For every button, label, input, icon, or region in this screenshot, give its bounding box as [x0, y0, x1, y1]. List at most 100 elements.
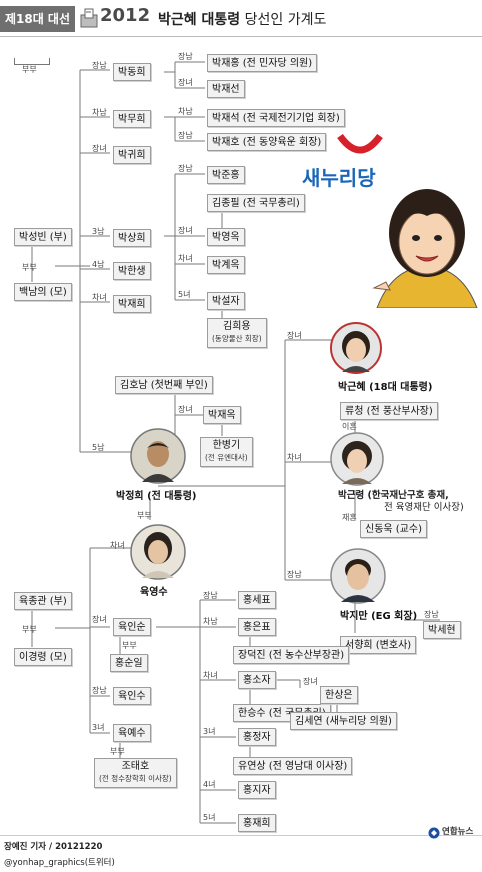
parkjh-couple-label: 부부 [137, 511, 152, 520]
sibling-rel-4: 3남 [92, 227, 105, 236]
caricature-illustration [372, 178, 482, 309]
hong-rel-9: 5녀 [203, 813, 216, 822]
niece-rel-1: 장남 [178, 52, 193, 61]
hong-rel-6: 3녀 [203, 727, 216, 736]
hong-1: 홍세표 [238, 591, 276, 609]
child2-remarriage-label: 재혼 [342, 513, 357, 522]
yuk-sib1-couple: 부부 [122, 641, 137, 650]
hong-rel-4: 차녀 [203, 671, 218, 680]
child2-name: 박근령 (한국재난구호 총재, 전 육영재단 이사장) [338, 490, 464, 513]
niece-rel-2: 장녀 [178, 78, 193, 87]
han-daughter-spouse: 김세연 (새누리당 의원) [290, 712, 397, 730]
yuk-sib2-rel: 장남 [92, 686, 107, 695]
sibling-rel-1: 장남 [92, 61, 107, 70]
footer-divider [0, 835, 482, 836]
hong-9: 홍재희 [238, 814, 276, 832]
niece-2: 박재선 [207, 80, 245, 98]
niece-rel-9: 5녀 [178, 290, 191, 299]
child2-spouse: 신동욱 (교수) [360, 520, 427, 538]
sibling-gwihi: 박귀희 [113, 146, 151, 164]
sibling-rel-3: 장녀 [92, 144, 107, 153]
niece-rel-3: 차남 [178, 107, 193, 116]
child2-rel: 차녀 [287, 453, 302, 462]
child3-spouse: 서향희 (변호사) [340, 636, 417, 654]
grandparents-couple-label: 부부 [22, 263, 37, 272]
yuk-portrait [130, 524, 186, 580]
twitter-handle[interactable]: @yonhap_graphics(트위터) [4, 858, 115, 868]
niece-7: 박영옥 [207, 228, 245, 246]
niece-9: 박설자 [207, 292, 245, 310]
niece-3: 박재석 (전 국제전기기업 회장) [207, 109, 345, 127]
hong-2-spouse: 장덕진 (전 농수산부장관) [233, 646, 350, 664]
first-daughter-rel: 장녀 [178, 405, 193, 414]
saenuri-logo [300, 128, 420, 192]
child1-name: 박근혜 (18대 대통령) [338, 382, 433, 393]
hong-6: 홍정자 [238, 728, 276, 746]
election-badge: 제18대 대선 [0, 6, 75, 32]
parkgr-portrait [330, 432, 384, 486]
parkgh-portrait [330, 322, 382, 374]
first-daughter-box: 박재옥 [203, 406, 241, 424]
han-daughter: 한상은 [320, 686, 358, 704]
legend-couple-label: 부부 [22, 65, 37, 74]
sibling-sanghi: 박상희 [113, 229, 151, 247]
agency-name: 연합뉴스 [442, 827, 474, 837]
hong-rel-8: 4녀 [203, 780, 216, 789]
niece-rel-5: 장남 [178, 164, 193, 173]
yuk-sib1-spouse: 홍순일 [110, 654, 148, 672]
sibling-hansaeng: 박한생 [113, 262, 151, 280]
hong-2: 홍은표 [238, 618, 276, 636]
yuk-sib3-spouse: 조태호 (전 정수장학회 이사장) [94, 758, 177, 788]
first-wife-box: 김호남 (첫번째 부인) [115, 376, 213, 394]
hong-4: 홍소자 [238, 671, 276, 689]
election-year: 2012 [100, 5, 151, 26]
author-credit: 장예진 기자 / 20121220 [4, 842, 103, 852]
niece-rel-8: 차녀 [178, 254, 193, 263]
son-in-law-box: 한병기 (전 유엔대사) [200, 437, 253, 467]
niece-rel-4: 장남 [178, 131, 193, 140]
sibling-jaehi: 박재희 [113, 295, 151, 313]
header-divider [0, 36, 482, 37]
niece-4: 박재호 (전 동양육운 회장) [207, 133, 327, 151]
yuk-sib1-rel: 장녀 [92, 615, 107, 624]
yuk-mother-box: 이경령 (모) [14, 648, 72, 666]
niece-rel-7: 장녀 [178, 226, 193, 235]
sibling-rel-5: 4남 [92, 260, 105, 269]
hong-6-spouse: 유연상 (전 영남대 이사장) [233, 757, 353, 775]
grandmother-box: 백남의 (모) [14, 283, 72, 301]
hong-rel-1: 장남 [203, 591, 218, 600]
grandson-box: 박세현 [423, 621, 461, 639]
child2-ex-spouse: 류청 (전 풍산부사장) [340, 402, 438, 420]
grandson-rel: 장남 [424, 610, 439, 619]
parkjh-portrait [130, 428, 186, 484]
niece-5: 박준홍 [207, 166, 245, 184]
child3-rel: 장남 [287, 570, 302, 579]
yuk-father-box: 육종관 (부) [14, 592, 72, 610]
yuk-sib1: 육인순 [113, 618, 151, 636]
yuk-sib3-couple: 부부 [110, 747, 125, 756]
han-rel: 장녀 [303, 677, 318, 686]
sibling-rel-7: 5남 [92, 443, 105, 452]
page-title: 박근혜 대통령 당선인 가계도 [158, 12, 327, 28]
sibling-rel-6: 차녀 [92, 293, 107, 302]
child1-rel: 장녀 [287, 331, 302, 340]
parkjm-portrait [330, 548, 386, 604]
yuk-rel: 차녀 [110, 541, 125, 550]
hong-rel-2: 차남 [203, 617, 218, 626]
yuk-sib2: 육인수 [113, 687, 151, 705]
yuk-parents-couple-label: 부부 [22, 625, 37, 634]
child2-divorce-label: 이혼 [342, 422, 357, 431]
child3-name: 박지만 (EG 회장) [340, 611, 418, 622]
saenuri-logo-text: 새누리당 [302, 166, 376, 190]
yonhap-logo-icon [428, 824, 440, 839]
yuk-sib3: 육예수 [113, 724, 151, 742]
niece-spouse-kimhy: 김희용 (동양물산 회장) [207, 318, 267, 348]
legend-couple-line [14, 58, 50, 65]
sibling-dongi: 박동희 [113, 63, 151, 81]
sibling-rel-2: 차남 [92, 108, 107, 117]
yuk-sib3-rel: 3녀 [92, 723, 105, 732]
sibling-muhi: 박무희 [113, 110, 151, 128]
yuk-name: 육영수 [140, 587, 168, 598]
